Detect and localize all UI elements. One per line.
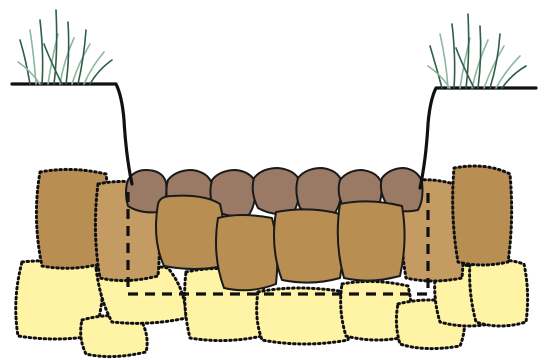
tan-stone — [156, 196, 225, 269]
tan-stone — [216, 215, 277, 290]
yellow-stone — [257, 288, 350, 344]
grass-tuft-left-icon — [18, 10, 112, 84]
yellow-stone — [470, 259, 528, 326]
dark-stone — [296, 168, 342, 214]
grass-tuft-right-icon — [428, 14, 526, 88]
tan-stone — [338, 201, 405, 280]
tan-stone-right-outer — [453, 166, 512, 265]
tan-stone — [274, 209, 343, 282]
dark-stone — [253, 168, 300, 214]
